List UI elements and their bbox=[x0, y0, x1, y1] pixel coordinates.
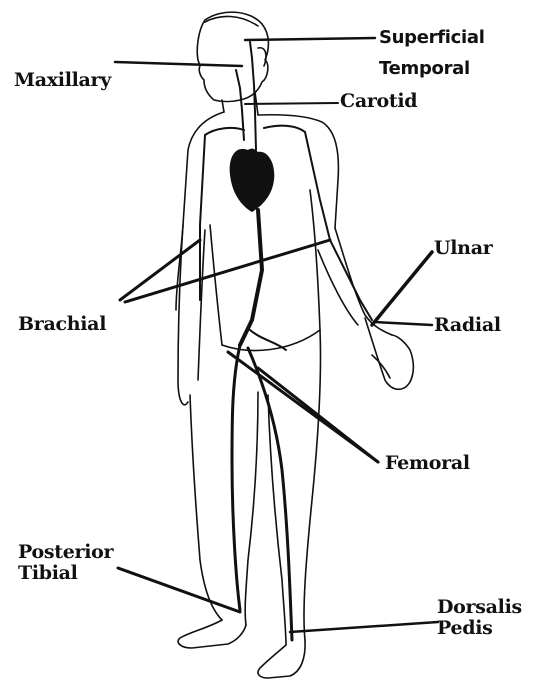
leader-maxillary bbox=[115, 62, 242, 66]
hip-line bbox=[222, 330, 320, 350]
label-carotid: Carotid bbox=[340, 91, 417, 112]
label-radial: Radial bbox=[434, 315, 501, 336]
leader-ulnar bbox=[372, 252, 432, 325]
heart bbox=[230, 149, 275, 212]
leader-superficial-temporal bbox=[245, 38, 375, 40]
leader-carotid bbox=[245, 103, 338, 104]
label-dorsalis: Dorsalis bbox=[437, 597, 522, 618]
label-brachial: Brachial bbox=[18, 314, 106, 335]
label-maxillary: Maxillary bbox=[14, 70, 111, 91]
label-temporal: Temporal bbox=[379, 56, 470, 82]
leader-dorsalis-pedis bbox=[290, 622, 438, 632]
label-superficial: Superficial bbox=[379, 25, 485, 51]
label-ulnar: Ulnar bbox=[434, 238, 492, 259]
left-leg-outer bbox=[190, 395, 222, 620]
label-tibial: Tibial bbox=[18, 563, 78, 584]
torso-side-right bbox=[310, 190, 320, 330]
label-posterior: Posterior bbox=[18, 542, 113, 563]
left-leg-inner bbox=[245, 392, 258, 625]
descending-aorta bbox=[240, 210, 262, 345]
leader-brachial-2 bbox=[125, 240, 330, 302]
leader-femoral-2 bbox=[258, 368, 378, 462]
iliac-branch bbox=[250, 330, 286, 350]
label-pedis: Pedis bbox=[437, 618, 493, 639]
left-leg-artery bbox=[232, 345, 240, 610]
arterial-system bbox=[200, 42, 372, 640]
ear-outline bbox=[258, 48, 266, 66]
leader-posterior-tibial bbox=[118, 568, 240, 612]
right-leg-outer bbox=[304, 330, 321, 640]
right-arm-outer bbox=[335, 228, 392, 335]
leader-radial bbox=[375, 322, 432, 325]
hair-line bbox=[205, 16, 258, 26]
label-femoral: Femoral bbox=[385, 453, 470, 474]
left-foot bbox=[178, 620, 246, 648]
right-foot bbox=[258, 640, 305, 678]
right-hand bbox=[365, 318, 413, 389]
torso-side-left bbox=[210, 225, 222, 345]
right-arm-inner bbox=[318, 250, 358, 325]
